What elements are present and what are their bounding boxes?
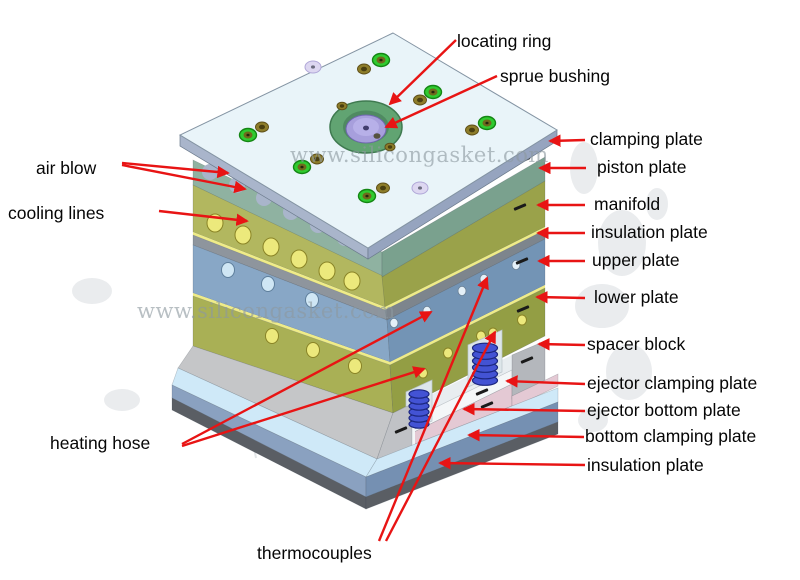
label-heating-hose: heating hose (50, 433, 151, 453)
part-number-marks (394, 156, 534, 434)
label-air-blow: air blow (36, 158, 97, 178)
label-thermocouples: thermocouples (257, 543, 372, 563)
upper-plate-holes-left (221, 262, 319, 308)
label-piston-plate: piston plate (597, 157, 687, 177)
washer-bolts (304, 60, 429, 195)
label-lower-plate: lower plate (594, 287, 679, 307)
return-spring-2 (408, 389, 430, 429)
arrow-lines (121, 39, 586, 542)
watermark-side: www.silicongasket.com (137, 299, 396, 323)
label-clamping-plate: clamping plate (590, 129, 703, 149)
label-manifold: manifold (594, 194, 661, 214)
label-cooling-lines: cooling lines (8, 203, 105, 223)
lower-plate-holes-left (265, 328, 362, 374)
label-ejector-bottom-plate: ejector bottom plate (587, 400, 741, 420)
green-bolts (238, 52, 497, 204)
label-insulation-plate-upper: insulation plate (591, 222, 708, 242)
mold-right-faces (365, 156, 559, 510)
label-upper-plate: upper plate (592, 250, 680, 270)
label-ejector-clamping-plate: ejector clamping plate (587, 373, 758, 393)
plate-bolts (238, 52, 497, 204)
label-bottom-clamping-plate: bottom clamping plate (585, 426, 757, 446)
label-locating-ring: locating ring (457, 31, 552, 51)
watermark-top: www.silicongasket.com (290, 143, 549, 167)
label-sprue-bushing: sprue bushing (500, 66, 610, 86)
label-spacer-block: spacer block (587, 334, 686, 354)
olive-bolts (255, 63, 479, 194)
label-insulation-plate-lower: insulation plate (587, 455, 704, 475)
locating-ring (329, 100, 403, 154)
